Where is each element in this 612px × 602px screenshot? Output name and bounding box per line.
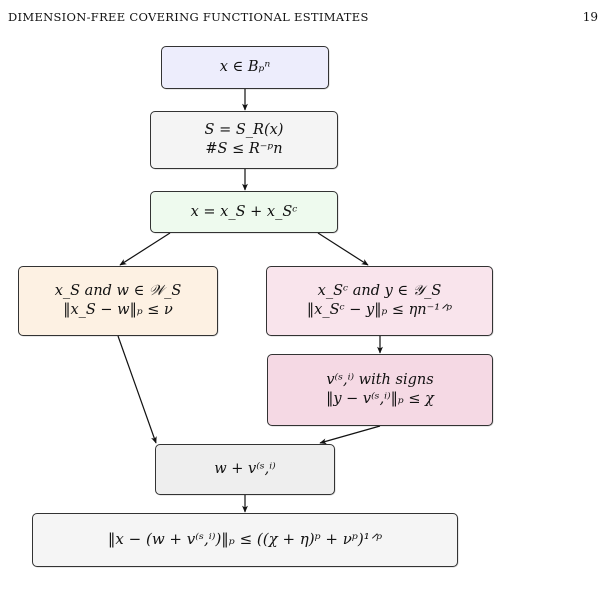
node-signed-vector: v⁽ˢ,ⁱ⁾ with signs ‖y − v⁽ˢ,ⁱ⁾‖ₚ ≤ χ [267,354,493,426]
node-sum: w + v⁽ˢ,ⁱ⁾ [155,444,335,495]
node-final-estimate: ‖x − (w + v⁽ˢ,ⁱ⁾)‖ₚ ≤ ((χ + η)ᵖ + νᵖ)¹ᐟᵖ [32,513,458,567]
node-line: w + v⁽ˢ,ⁱ⁾ [214,461,276,478]
arrow-n3-to-n5 [317,232,369,266]
arrow-n3-to-n4 [119,232,171,266]
node-line: x_S and w ∈ 𝒲_S [54,283,182,300]
node-line: #S ≤ R⁻ᵖn [205,141,283,157]
node-large-part: x_S and w ∈ 𝒲_S ‖x_S − w‖ₚ ≤ ν [18,266,218,336]
node-line: ‖x − (w + v⁽ˢ,ⁱ⁾)‖ₚ ≤ ((χ + η)ᵖ + νᵖ)¹ᐟᵖ [107,530,383,549]
node-x-in-ball: x ∈ Bₚⁿ [161,46,329,89]
node-line: ‖y − v⁽ˢ,ⁱ⁾‖ₚ ≤ χ [326,391,434,407]
node-line: v⁽ˢ,ⁱ⁾ with signs [326,372,434,389]
node-small-part: x_Sᶜ and y ∈ 𝒴_S ‖x_Sᶜ − y‖ₚ ≤ ηn⁻¹ᐟᵖ [266,266,493,336]
node-line: x ∈ Bₚⁿ [219,59,271,76]
arrow-n6-to-n7 [319,425,381,445]
node-decomposition: x = x_S + x_Sᶜ [150,191,338,233]
arrow-n4-to-n7 [117,335,157,444]
node-line: x_Sᶜ and y ∈ 𝒴_S [317,283,442,300]
node-line: ‖x_Sᶜ − y‖ₚ ≤ ηn⁻¹ᐟᵖ [306,302,453,318]
node-line: S = S_R(x) [204,122,284,139]
node-line: ‖x_S − w‖ₚ ≤ ν [63,302,173,318]
page-number: 19 [582,10,598,24]
node-line: x = x_S + x_Sᶜ [190,203,298,220]
page-header: DIMENSION-FREE COVERING FUNCTIONAL ESTIM… [0,10,612,30]
node-support-set: S = S_R(x) #S ≤ R⁻ᵖn [150,111,338,169]
running-title: DIMENSION-FREE COVERING FUNCTIONAL ESTIM… [8,10,369,24]
